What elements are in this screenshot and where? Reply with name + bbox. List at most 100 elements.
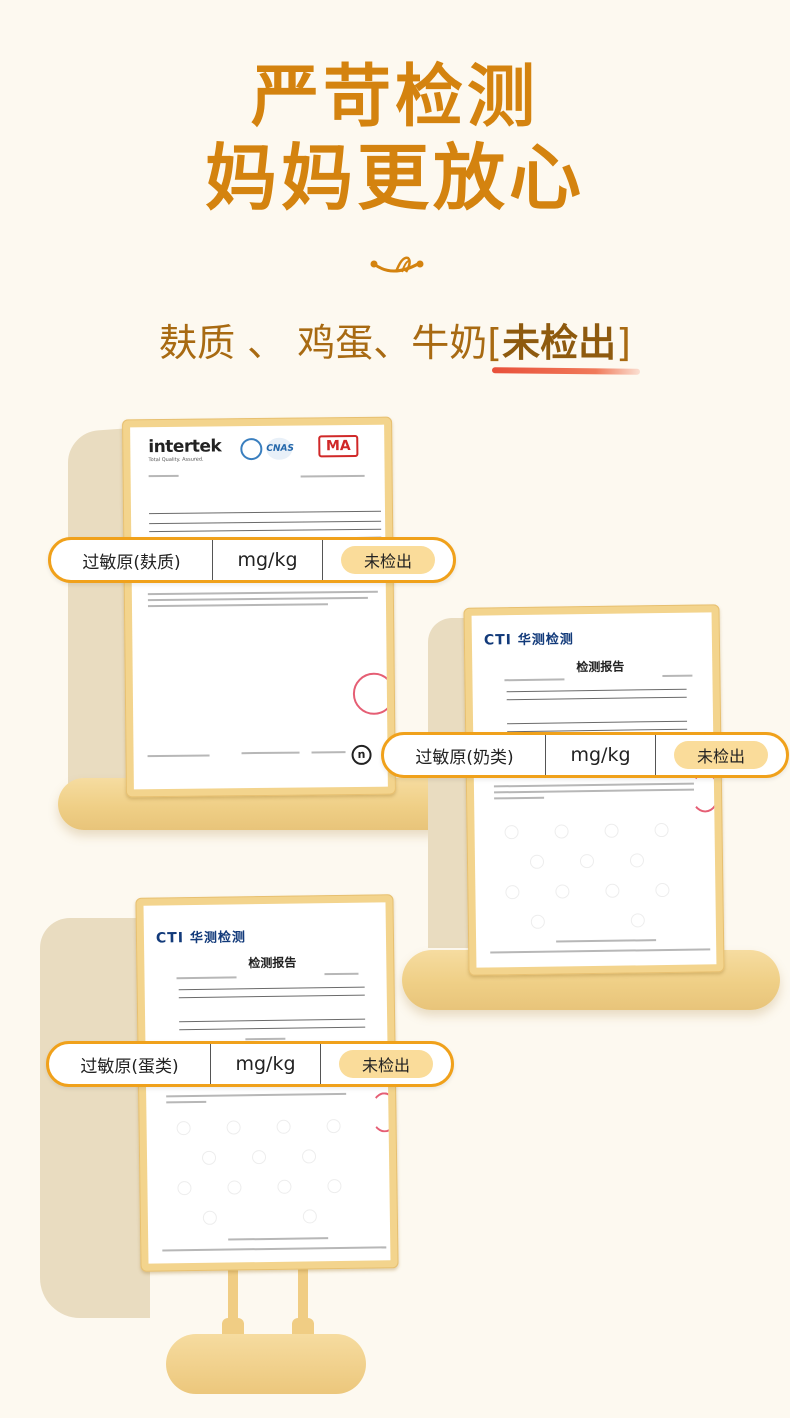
- doc-line: [166, 1100, 207, 1104]
- headline-line1: 严苛检测: [250, 58, 539, 137]
- watermark-icon: [251, 1150, 267, 1165]
- report-title: 检测报告: [576, 659, 625, 675]
- table-rule: [178, 986, 365, 991]
- report-1-paper: intertek Total Quality. Assured. CNAS MA…: [130, 424, 388, 790]
- cti-name-cn: 华测检测: [189, 930, 247, 947]
- doc-line: [494, 796, 545, 800]
- doc-line: [493, 782, 694, 788]
- doc-line: [162, 1246, 387, 1252]
- intertek-logo: intertek: [148, 436, 222, 458]
- allergen-label: 过敏原(蛋类): [49, 1044, 211, 1084]
- headline-line2: 妈妈更放心: [204, 136, 585, 220]
- red-seal-stamp: [689, 772, 717, 813]
- report-3-shadow: [40, 918, 150, 1318]
- watermark-icon: [504, 825, 519, 840]
- doc-line: [504, 678, 565, 682]
- doc-line: [147, 603, 328, 608]
- cnas-label: CNAS: [266, 443, 294, 454]
- unit-label: mg/kg: [213, 540, 323, 580]
- status-badge: 未检出: [339, 1050, 433, 1078]
- watermark-icon: [277, 1179, 292, 1194]
- status-badge: 未检出: [674, 741, 768, 769]
- doc-line: [176, 976, 237, 980]
- subtitle-suffix: ]: [616, 321, 631, 365]
- watermark-icon: [554, 824, 569, 839]
- table-rule: [506, 688, 687, 693]
- intertek-n-badge-icon: n: [351, 744, 372, 766]
- watermark-icon: [227, 1180, 242, 1195]
- report-2-paper: CTI 华测检测 检测报告: [471, 612, 717, 968]
- cti-name-cn: 华测检测: [517, 632, 574, 649]
- report-title: 检测报告: [248, 955, 297, 971]
- watermark-icon: [604, 823, 619, 838]
- stand-post-left: [228, 1262, 238, 1322]
- doc-line: [490, 948, 711, 954]
- cti-logo-text: CTI: [483, 632, 513, 649]
- subtitle-highlight: 未检出: [502, 321, 617, 365]
- watermark-icon: [579, 854, 595, 869]
- allergen-label: 过敏原(奶类): [384, 735, 546, 775]
- doc-line: [228, 1237, 329, 1241]
- watermark-icon: [326, 1118, 341, 1134]
- watermark-icon: [327, 1178, 342, 1194]
- doc-line: [147, 596, 368, 602]
- stand-post-right: [298, 1262, 308, 1322]
- subtitle-prefix: 麸质 、 鸡蛋、牛奶[: [159, 321, 503, 365]
- allergen-label: 过敏原(麸质): [51, 540, 213, 580]
- red-seal-stamp: [352, 672, 388, 716]
- watermark-icon: [177, 1181, 192, 1196]
- watermark-icon: [301, 1149, 317, 1164]
- table-rule: [506, 696, 687, 701]
- report-1-frame: intertek Total Quality. Assured. CNAS MA…: [122, 416, 396, 798]
- doc-line: [241, 751, 300, 755]
- table-rule: [507, 720, 688, 725]
- red-seal-stamp: [370, 1092, 391, 1133]
- unit-label: mg/kg: [546, 735, 656, 775]
- doc-line: [662, 674, 693, 678]
- doc-line: [148, 474, 179, 478]
- doc-line: [311, 751, 346, 754]
- watermark-icon: [302, 1209, 317, 1224]
- table-rule: [178, 994, 365, 999]
- doc-line: [245, 1037, 286, 1041]
- table-rule: [149, 520, 382, 525]
- smile-swirl-icon: [370, 256, 424, 273]
- report-2-frame: CTI 华测检测 检测报告: [463, 604, 725, 976]
- watermark-icon: [654, 822, 669, 838]
- watermark-icon: [529, 854, 545, 869]
- watermark-icon: [629, 853, 645, 868]
- allergen-subtitle: 麸质 、 鸡蛋、牛奶[未检出]: [0, 318, 790, 368]
- watermark-icon: [226, 1120, 241, 1135]
- doc-line: [494, 788, 695, 794]
- cti-logo: CTI 华测检测: [484, 628, 574, 648]
- doc-line: [147, 754, 210, 758]
- doc-line: [300, 474, 365, 478]
- doc-line: [166, 1092, 347, 1098]
- table-rule: [149, 510, 382, 515]
- cti-logo: CTI 华测检测: [156, 926, 246, 946]
- doc-line: [147, 590, 378, 596]
- cti-logo-text: CTI: [155, 930, 185, 947]
- result-row-gluten: 过敏原(麸质) mg/kg 未检出: [48, 537, 456, 583]
- watermark-icon: [505, 885, 520, 900]
- doc-line: [324, 972, 359, 976]
- watermark-icon: [555, 884, 570, 899]
- watermark-icon: [202, 1210, 217, 1225]
- watermark-icon: [655, 882, 670, 898]
- highlight-underline: [491, 367, 641, 375]
- result-row-milk: 过敏原(奶类) mg/kg 未检出: [381, 732, 789, 778]
- doc-line: [556, 939, 657, 943]
- table-rule: [179, 1018, 366, 1023]
- table-rule: [149, 528, 382, 533]
- cma-mark-icon: MA: [318, 434, 359, 458]
- watermark-icon: [530, 914, 545, 929]
- table-rule: [179, 1026, 366, 1031]
- watermark-icon: [201, 1150, 217, 1165]
- intertek-tagline: Total Quality. Assured.: [148, 456, 204, 464]
- status-badge: 未检出: [341, 546, 435, 574]
- watermark-icon: [276, 1119, 291, 1134]
- watermark-icon: [605, 883, 620, 898]
- stand-base: [166, 1334, 366, 1394]
- watermark-icon: [630, 913, 645, 928]
- ilac-logo-icon: [240, 437, 263, 461]
